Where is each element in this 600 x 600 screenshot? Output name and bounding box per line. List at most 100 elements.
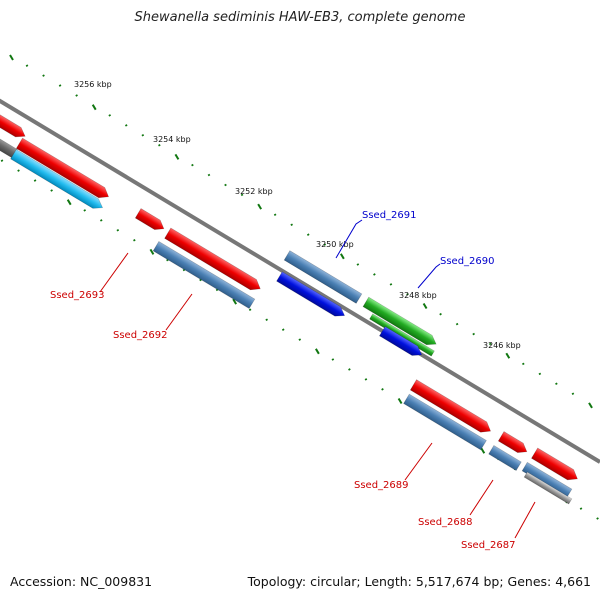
leader-line <box>404 442 433 481</box>
tick-mark <box>364 378 368 381</box>
tick-mark <box>381 388 384 391</box>
tick-mark <box>596 517 599 520</box>
tick-mark <box>273 213 277 217</box>
gene-feature-cyan <box>10 149 104 209</box>
tick-labels: 3256 kbp 3254 kbp 3252 kbp 3250 kbp 3248… <box>74 80 521 350</box>
gene-feature-green <box>369 313 435 357</box>
tick-label: 3246 kbp <box>483 341 521 350</box>
gene-features <box>0 110 578 505</box>
gene-feature-red <box>409 379 492 433</box>
gene-feature-red <box>0 110 26 138</box>
tick-mark <box>50 189 53 192</box>
gene-label-ssed-2690: Ssed_2690 <box>440 256 495 267</box>
tick-mark <box>521 362 525 366</box>
tick-mark <box>141 134 145 137</box>
tick-mark <box>124 124 128 127</box>
gene-label-ssed-2691: Ssed_2691 <box>362 210 417 221</box>
gene-feature-steelblue <box>488 445 522 471</box>
tick-mark <box>323 243 327 246</box>
tick-mark <box>257 203 263 210</box>
gene-label-ssed-2687: Ssed_2687 <box>461 540 516 551</box>
tick-mark <box>455 322 459 326</box>
tick-mark <box>480 447 486 454</box>
tick-mark <box>83 209 87 212</box>
gene-feature-steelblue <box>152 241 256 309</box>
tick-mark <box>116 229 120 232</box>
tick-mark <box>33 179 37 182</box>
tick-mark <box>397 397 403 405</box>
tick-mark <box>422 302 428 310</box>
tick-mark <box>571 392 575 395</box>
tick-mark <box>555 382 558 386</box>
gene-label-ssed-2692: Ssed_2692 <box>113 330 168 341</box>
tick-mark <box>174 153 180 160</box>
tick-label: 3252 kbp <box>235 187 273 196</box>
tick-mark <box>158 143 161 147</box>
tick-mark <box>298 338 302 341</box>
tick-mark <box>66 199 72 206</box>
tick-mark <box>281 328 285 331</box>
tick-mark <box>348 368 351 371</box>
tick-mark <box>108 114 112 117</box>
tick-mark <box>42 74 45 77</box>
tick-mark <box>588 402 593 409</box>
tick-mark <box>191 163 194 167</box>
tick-mark <box>182 268 186 272</box>
tick-mark <box>248 308 252 312</box>
gene-feature-steelblue <box>283 250 363 304</box>
tick-mark <box>240 193 244 197</box>
map-title: Shewanella sediminis HAW-EB3, complete g… <box>134 10 466 25</box>
tick-mark <box>331 358 335 361</box>
tick-mark <box>340 253 345 260</box>
leader-line <box>165 293 193 331</box>
tick-mark <box>207 173 211 177</box>
tick-label: 3248 kbp <box>399 291 437 300</box>
tick-mark <box>373 273 376 276</box>
tick-mark <box>306 233 310 236</box>
gene-labels: Ssed_2693 Ssed_2692 Ssed_2691 Ssed_2690 … <box>50 210 516 551</box>
tick-mark <box>199 278 202 282</box>
tick-mark <box>133 238 136 242</box>
tick-label: 3256 kbp <box>74 80 112 89</box>
gene-feature-red <box>164 227 261 291</box>
tick-dot-row-outer <box>9 54 593 409</box>
gene-feature-green <box>362 296 437 346</box>
gene-label-ssed-2689: Ssed_2689 <box>354 480 409 491</box>
leader-line <box>417 263 441 289</box>
tick-label: 3250 kbp <box>316 240 354 249</box>
tick-mark <box>9 54 14 61</box>
tick-mark <box>58 84 62 87</box>
tick-mark <box>149 248 155 255</box>
leader-line <box>514 501 536 539</box>
tick-mark <box>0 159 4 162</box>
gene-feature-red <box>497 431 528 453</box>
genome-summary-text: Topology: circular; Length: 5,517,674 bp… <box>247 574 591 589</box>
gene-label-ssed-2693: Ssed_2693 <box>50 290 105 301</box>
gene-feature-red <box>531 447 578 481</box>
tick-mark <box>91 104 97 111</box>
tick-mark <box>389 283 393 286</box>
tick-mark <box>406 293 409 296</box>
accession-text: Accession: NC_009831 <box>10 574 153 589</box>
tick-mark <box>166 258 169 262</box>
tick-mark <box>439 312 442 316</box>
leader-line <box>335 219 363 259</box>
gene-feature-red <box>15 137 110 199</box>
tick-mark <box>488 342 492 346</box>
leader-line <box>469 479 494 516</box>
leader-line <box>99 252 129 293</box>
gene-label-ssed-2688: Ssed_2688 <box>418 517 473 528</box>
tick-mark <box>215 288 219 292</box>
tick-mark <box>505 352 511 359</box>
tick-label: 3254 kbp <box>153 135 191 144</box>
tick-mark <box>75 94 78 97</box>
tick-mark <box>25 64 29 67</box>
gene-feature-red <box>134 208 165 230</box>
tick-mark <box>232 298 238 305</box>
gene-feature-steelblue <box>403 393 487 451</box>
tick-mark <box>472 332 475 336</box>
gene-feature-blue <box>276 271 346 317</box>
tick-mark <box>579 507 583 510</box>
